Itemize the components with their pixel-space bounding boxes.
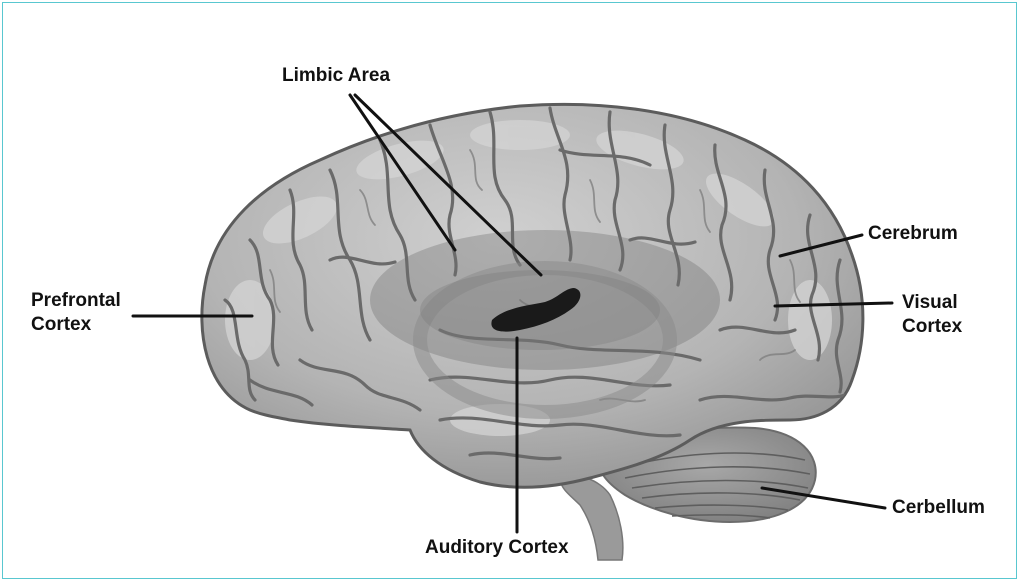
label-prefrontal-cortex: Prefrontal Cortex xyxy=(31,289,121,337)
label-cerbellum: Cerbellum xyxy=(892,496,985,520)
label-cerebrum: Cerebrum xyxy=(868,222,958,246)
label-limbic-area: Limbic Area xyxy=(282,64,390,88)
label-visual-cortex: Visual Cortex xyxy=(902,291,962,339)
label-auditory-cortex: Auditory Cortex xyxy=(425,536,569,560)
